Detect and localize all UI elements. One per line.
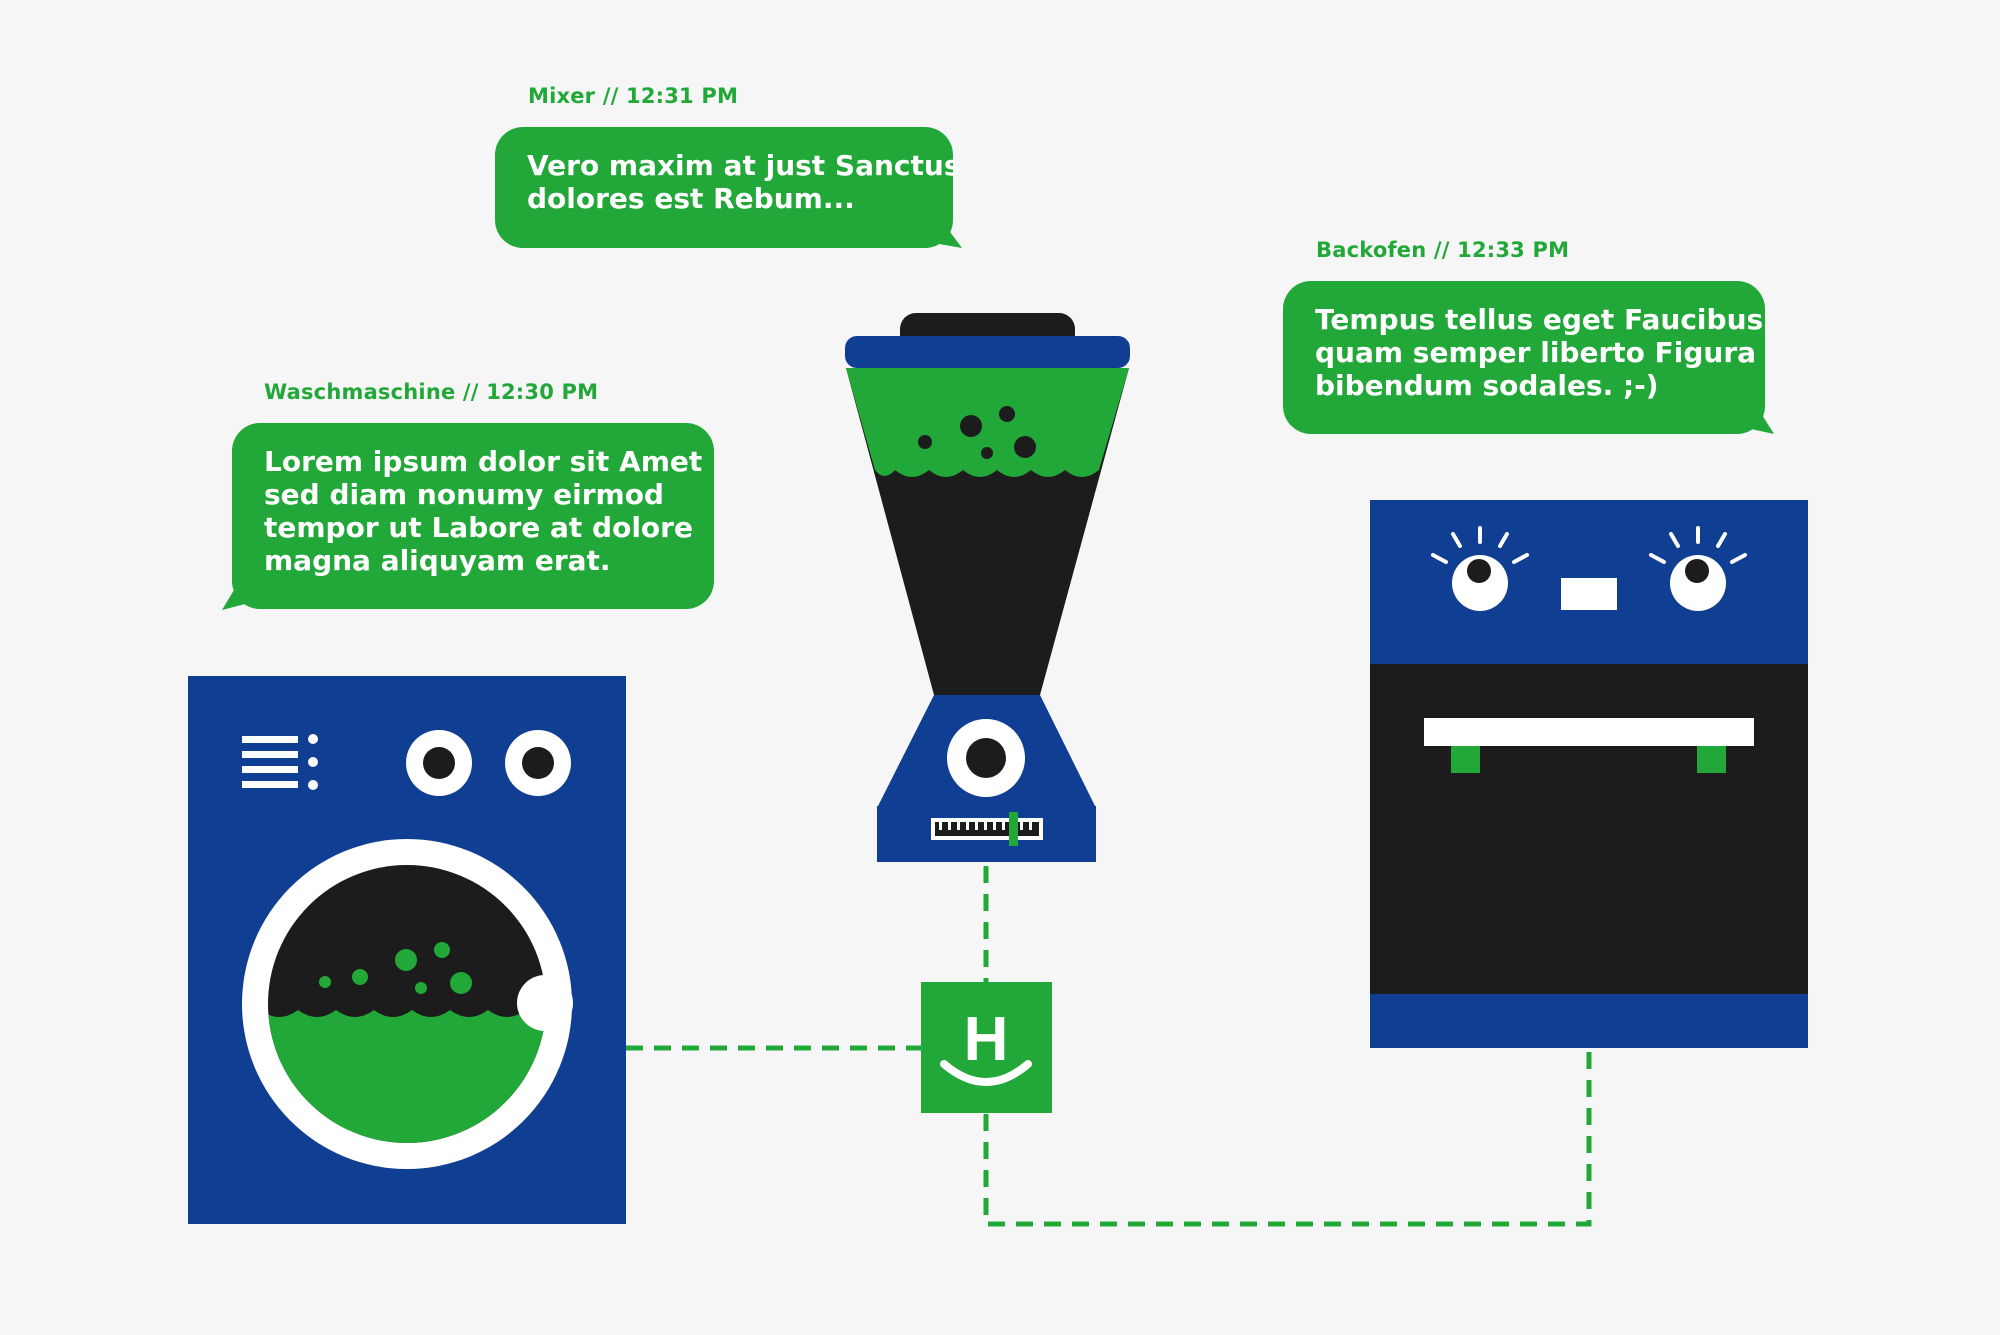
washer-eye-left	[406, 730, 472, 796]
oven-eye-left	[1431, 526, 1529, 611]
message-sender-waschmaschine: Waschmaschine // 12:30 PM	[264, 380, 599, 404]
message-line: Lorem ipsum dolor sit Amet	[264, 445, 703, 478]
message-bubble-waschmaschine: Lorem ipsum dolor sit Amet sed diam nonu…	[232, 423, 714, 609]
hub-box	[921, 982, 1052, 1113]
oven-icon	[1370, 500, 1808, 1048]
message-line: sed diam nonumy eirmod	[264, 478, 664, 511]
hub-smile-icon	[940, 1060, 1032, 1086]
washer-eye-right	[505, 730, 571, 796]
blender-liquid	[846, 368, 1129, 477]
blender-bubbles	[918, 406, 1036, 459]
message-line: magna aliquyam erat.	[264, 544, 611, 577]
connection-lines	[626, 866, 1592, 1227]
blender-rim	[845, 336, 1130, 368]
message-bubble-backofen: Tempus tellus eget Faucibus quam semper …	[1283, 281, 1765, 434]
blender-dial	[947, 719, 1025, 797]
oven-handle	[1424, 718, 1754, 773]
blender-icon	[845, 313, 1130, 862]
washer-drum	[242, 839, 573, 1169]
oven-door	[1370, 664, 1808, 994]
message-line: quam semper liberto Figura	[1315, 336, 1757, 369]
oven-eye-right	[1649, 526, 1747, 611]
oven-display	[1561, 578, 1617, 610]
washing-machine-icon	[188, 676, 626, 1224]
message-line: tempor ut Labore at dolore	[264, 511, 693, 544]
message-sender-backofen: Backofen // 12:33 PM	[1316, 238, 1570, 262]
hub-letter: H	[964, 1005, 1009, 1074]
message-line: Tempus tellus eget Faucibus	[1315, 303, 1764, 336]
message-sender-mixer: Mixer // 12:31 PM	[528, 84, 739, 108]
connection-hub-oven	[983, 1048, 1592, 1227]
message-line: dolores est Rebum...	[527, 182, 855, 215]
washer-menu-icon	[242, 734, 318, 790]
message-line: Vero maxim at just Sanctus	[527, 149, 961, 182]
blender-speed-slider	[931, 812, 1043, 846]
message-bubble-mixer: Vero maxim at just Sanctus dolores est R…	[495, 127, 961, 248]
message-line: bibendum sodales. ;-)	[1315, 369, 1659, 402]
home-connect-hub-icon: H	[921, 982, 1052, 1113]
